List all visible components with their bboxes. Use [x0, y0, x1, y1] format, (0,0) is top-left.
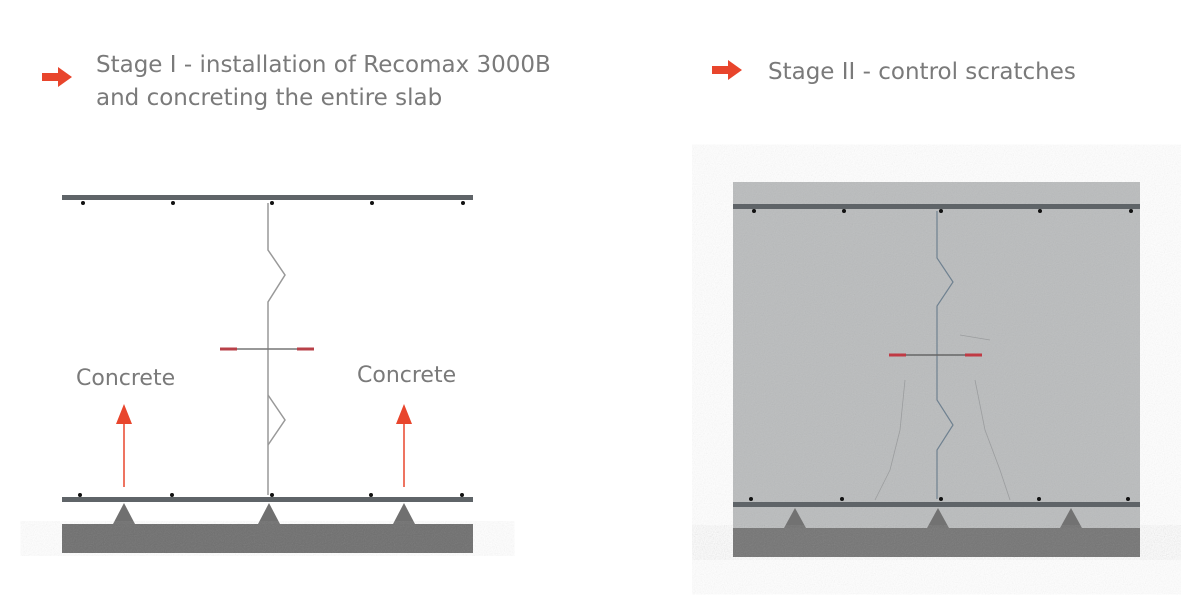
control-scratches: [874, 334, 1011, 501]
top-rebar: [62, 195, 473, 200]
spacer-triangles: [784, 508, 1082, 528]
stage2-title: Stage II - control scratches: [768, 59, 1076, 85]
recomax-wire: [936, 211, 954, 499]
arrow-right-icon: [42, 67, 72, 87]
bottom-rebar: [733, 502, 1140, 507]
top-rebar-dots: [81, 201, 465, 205]
stage2-diagram: [733, 182, 1140, 557]
top-rebar: [733, 204, 1140, 209]
concrete-label-right: Concrete: [357, 363, 457, 388]
bottom-rebar-dots: [749, 497, 1130, 501]
stage1-title-line1: Stage I - installation of Recomax 3000B: [96, 52, 551, 78]
arrow-right-icon: [712, 60, 742, 80]
arrow-up-icon: [396, 404, 412, 487]
stage1-diagram: [62, 195, 473, 553]
bottom-rebar-dots: [78, 493, 464, 497]
stage1-title: Stage I - installation of Recomax 3000B …: [96, 49, 551, 115]
top-rebar-dots: [752, 209, 1133, 213]
arrow-up-icon: [116, 404, 132, 487]
bottom-rebar: [62, 497, 473, 502]
recomax-wire: [267, 203, 286, 495]
concrete-label-left: Concrete: [76, 366, 176, 391]
spacer-triangles: [113, 503, 415, 524]
stage1-title-line2: and concreting the entire slab: [96, 85, 443, 111]
